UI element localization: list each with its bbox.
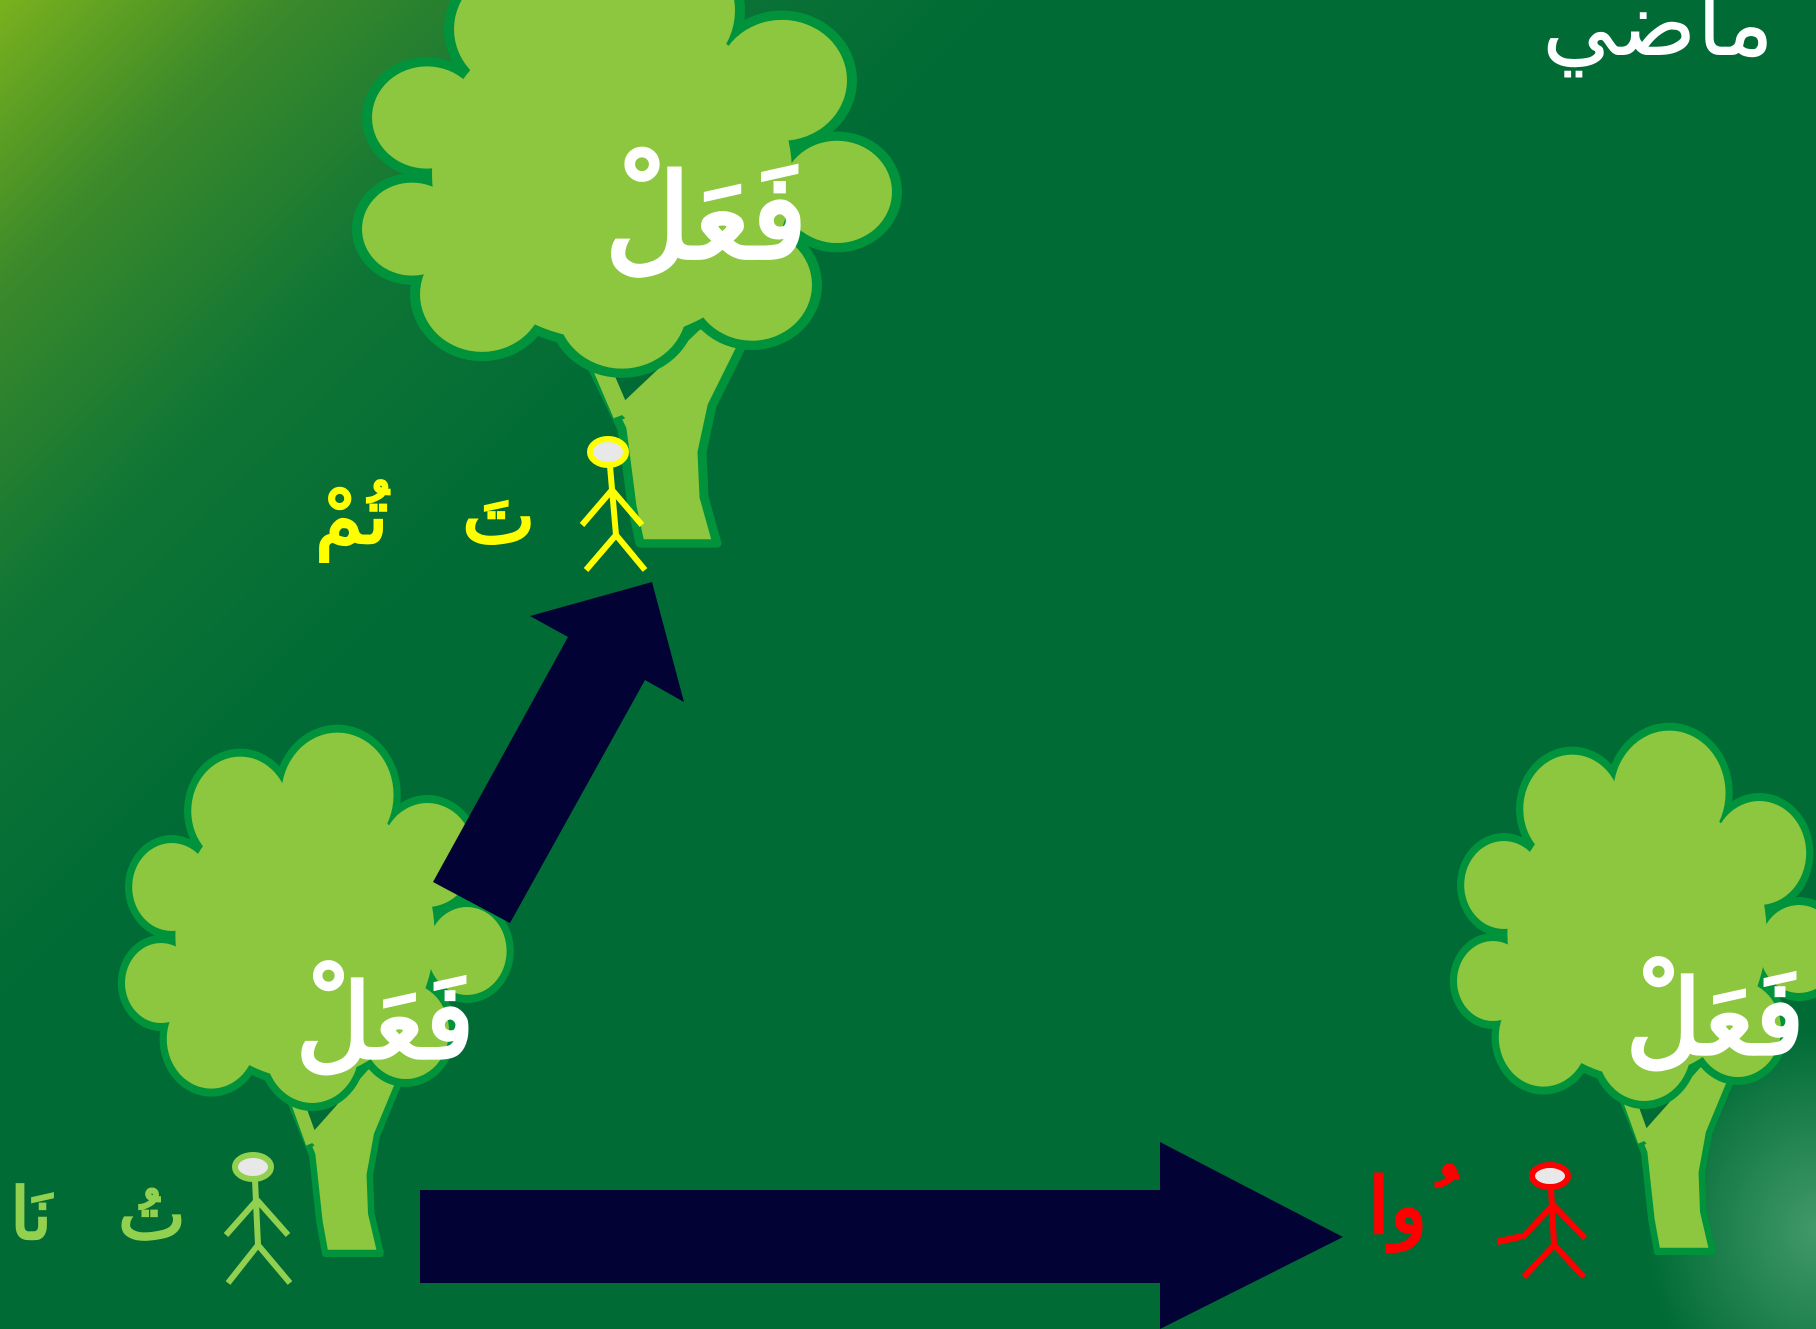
stick-figure-icon xyxy=(1519,1162,1588,1280)
suffix-uu: ُوا xyxy=(1368,1161,1428,1252)
suffix-na: نَا xyxy=(10,1171,52,1256)
arrow-icon xyxy=(420,1142,1343,1329)
tree-word-top: فَعَلْ xyxy=(604,147,808,286)
stick-figure-icon xyxy=(579,436,648,572)
suffix-tum: تُمْ xyxy=(315,471,389,562)
stick-figure-icon xyxy=(223,1152,293,1285)
page-title: ماضي xyxy=(1541,0,1774,77)
tree-word-bottom-left: فَعَلْ xyxy=(295,960,475,1083)
suffix-ta: تَ xyxy=(462,471,536,562)
arrow-icon xyxy=(433,582,684,923)
suffix-tu: تُ xyxy=(118,1171,186,1256)
tree-word-bottom-right: فَعَلْ xyxy=(1625,956,1805,1079)
